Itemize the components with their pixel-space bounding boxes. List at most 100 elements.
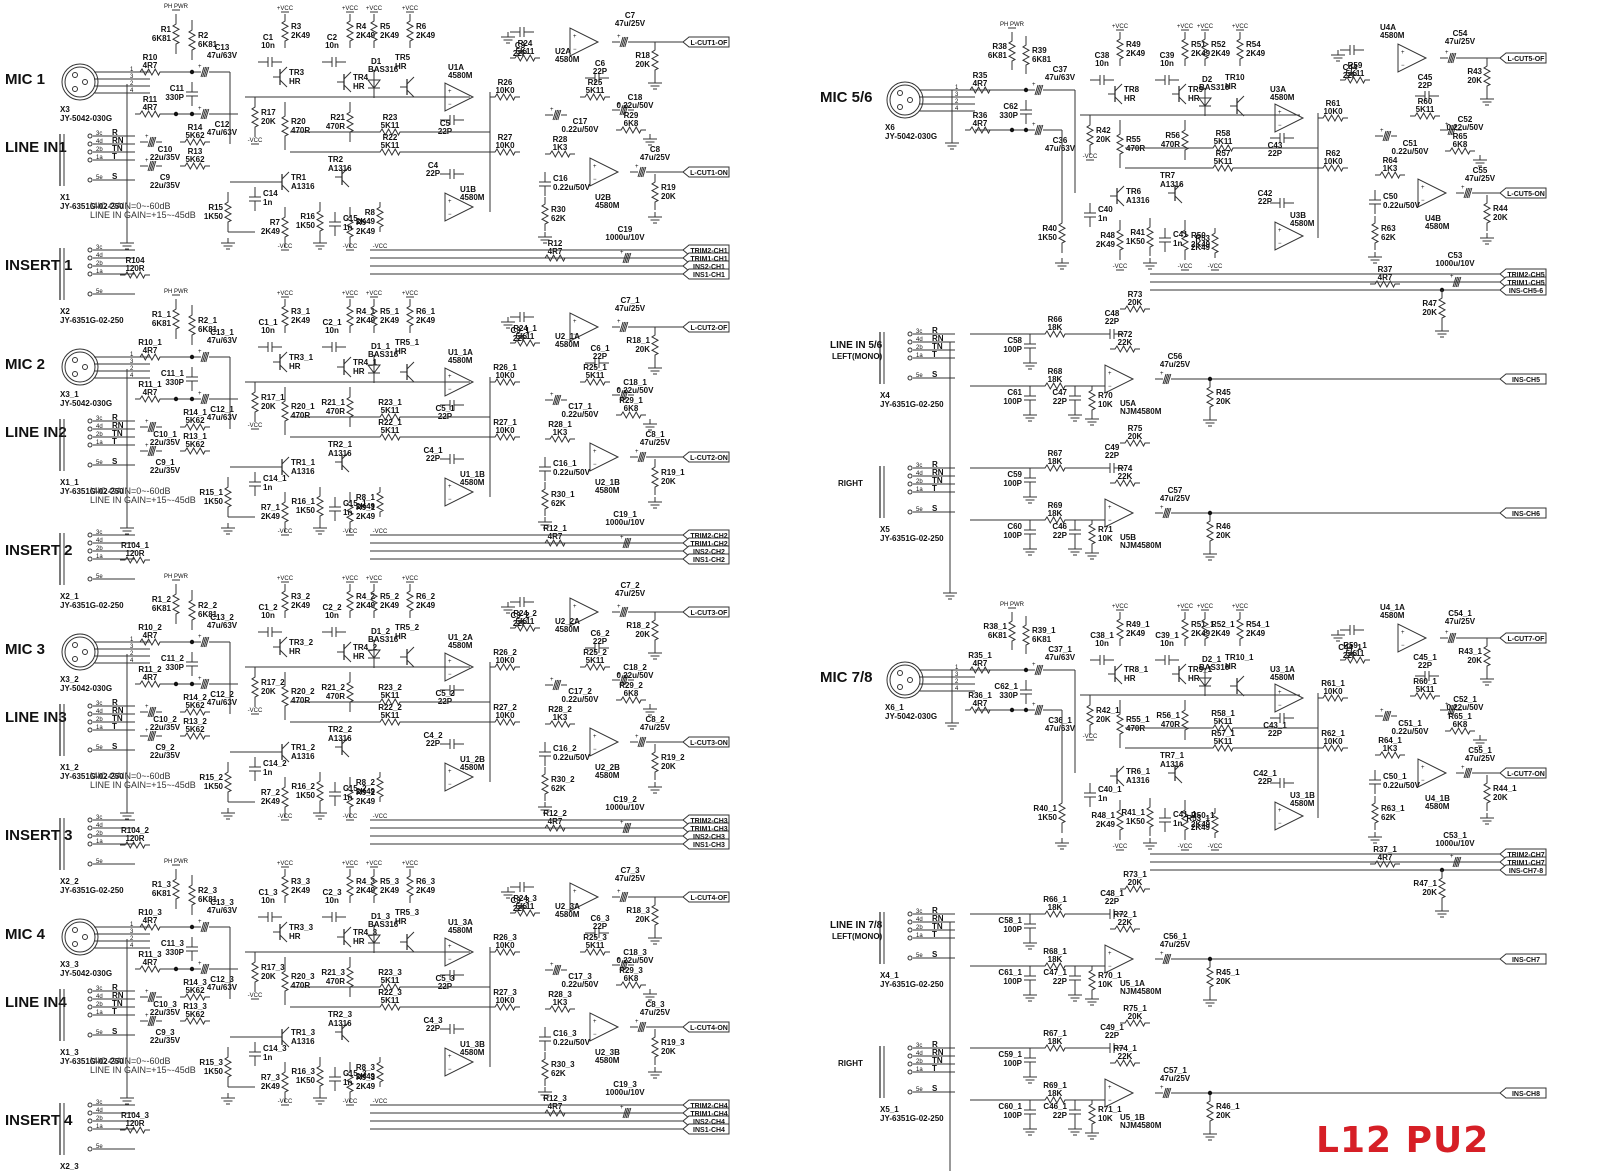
component-ref: C16_3 [553,1029,577,1038]
line-input-label: LINE IN 7/8 [830,920,883,931]
connector-part: JY-5042-030G [60,399,112,408]
component-value: 2K49 [380,316,400,325]
component-value: 4R7 [143,61,158,70]
component-value: A1316 [1126,776,1150,785]
component-ref: C5_1 [435,404,455,413]
component-ref: R28_3 [548,990,572,999]
component-ref: R12_1 [543,524,567,533]
minus-input: − [593,177,597,183]
port-label: TRIM1-CH7 [1507,860,1544,867]
component-ref: R36_1 [968,691,992,700]
component-ref: R13_2 [183,717,207,726]
component-value: HR [1124,674,1136,683]
polarity-mark: + [620,250,624,256]
component-ref: C9_2 [155,743,175,752]
component-value: 2K49 [1191,49,1211,58]
component-ref: C2_3 [322,888,342,897]
plus-input: + [448,1054,452,1060]
component-value: 2K49 [291,31,311,40]
component-ref: R26_1 [493,363,517,372]
connector-part: JY-6351G-02-250 [880,1114,944,1123]
component-value: 10K [1098,980,1113,989]
supply-rail-icon: -VCC [373,1099,388,1106]
component-value: 330P [165,378,184,387]
ground-icon [1331,630,1345,642]
component-value: 330P [165,663,184,672]
component-ref: C49 [1105,443,1120,452]
component-value: 1n [1098,214,1107,223]
component-ref: R30 [551,205,566,214]
component-value: 6K81 [152,34,172,43]
component-value: 20K [1128,298,1143,307]
component-ref: C5_2 [435,689,455,698]
component-value: 22P [426,1024,441,1033]
ground-icon [1085,414,1099,426]
jack-pin-number: 2b [916,479,923,485]
component-ref: R72 [1118,330,1133,339]
component-value: 47u/25V [1160,494,1191,503]
component-value: 1000u/10V [1435,259,1475,268]
component-value: 470R [326,692,345,701]
component-ref: TR2_3 [328,1010,353,1019]
component-ref: R67_1 [1043,1029,1067,1038]
ground-icon [120,523,134,535]
component-ref: R71_1 [1098,1105,1122,1114]
component-ref: C37_1 [1048,645,1072,654]
component-ref: R47 [1422,299,1437,308]
jack-pin-name: S [112,1027,118,1036]
polarity-mark: + [1160,1085,1164,1091]
jack-pin-number: 3c [916,909,922,915]
component-value: 10K0 [495,371,515,380]
polarity-mark: + [1380,128,1384,134]
net-port-ins1-ch2: INS1-CH2 [682,553,730,565]
component-value: 20K [1422,888,1437,897]
component-value: 2K49 [291,316,311,325]
component-value: 1K3 [553,998,568,1007]
minus-input: − [1108,964,1112,970]
component-value: 0.22u/50V [1392,147,1430,156]
component-ref: TR3_1 [289,353,314,362]
component-ref: R8_3 [356,1063,376,1072]
component-ref: R12_3 [543,1094,567,1103]
supply-rail-icon: +VCC [277,291,294,298]
junction-dot [189,111,195,117]
transistor-TR4_1: TR4_1HR [337,356,378,378]
component-ref: R30_3 [551,1060,575,1069]
component-value: 10n [325,611,339,620]
capacitor-C15_1: C15_11n [329,497,367,521]
component-ref: R3_1 [291,307,311,316]
component-ref: R17_1 [261,393,285,402]
component-value: 20K [1467,656,1482,665]
component-value: 2K49 [1246,49,1266,58]
component-ref: C4 [428,161,439,170]
port-label: TRIM2-CH1 [690,248,727,255]
component-value: 470R [291,126,310,135]
jack-pin-name: T [112,722,117,731]
component-ref: R55 [1126,135,1141,144]
component-value: 4R7 [1378,853,1393,862]
port-label: L-CUT7-ON [1507,771,1545,778]
component-value: 22u/35V [150,751,181,760]
capacitor-C41_1: C41_11n [1159,808,1197,832]
component-ref: R11_2 [138,665,162,674]
component-ref: R62 [1326,149,1341,158]
component-value: 1K3 [553,428,568,437]
port-label: L-CUT4-OF [691,895,729,902]
component-value: 2K49 [1126,49,1146,58]
component-value: 4580M [448,71,473,80]
